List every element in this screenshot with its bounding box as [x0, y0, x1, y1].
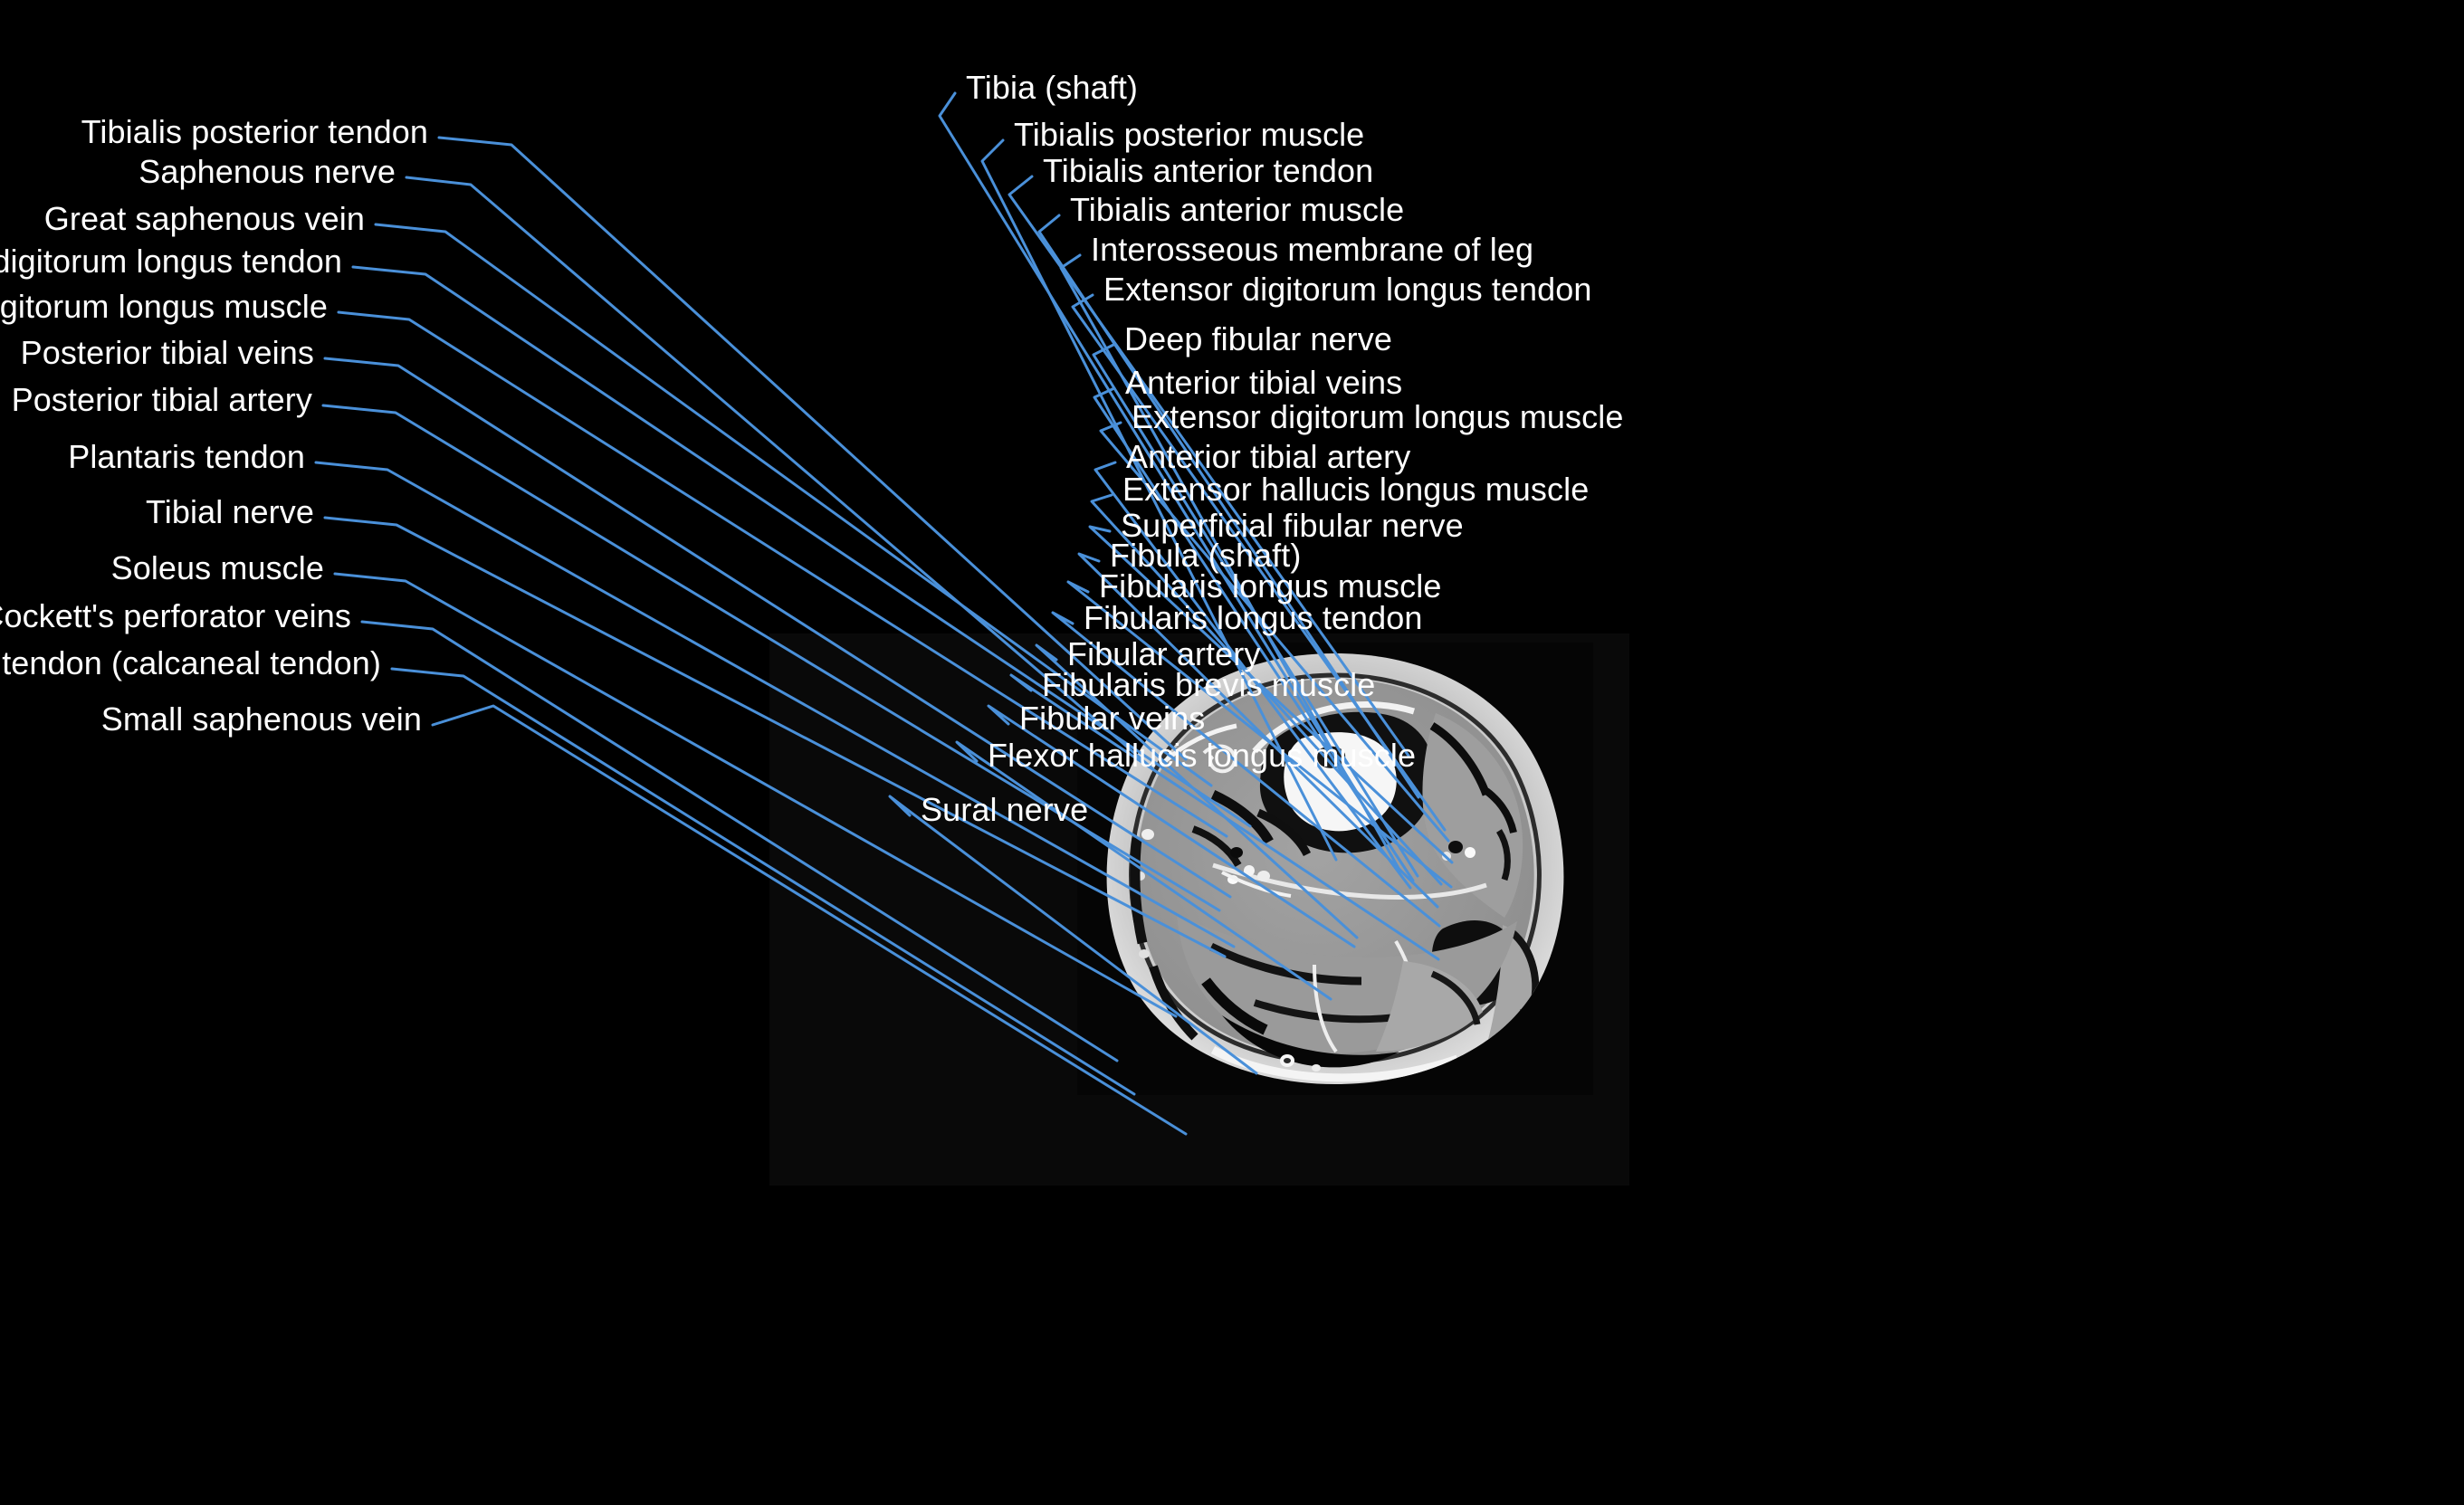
label-posterior-tibial-artery[interactable]: Posterior tibial artery — [11, 381, 312, 418]
label-extensor-digitorum-longus-tendon[interactable]: Extensor digitorum longus tendon — [1103, 271, 1592, 308]
label-achilles-tendon[interactable]: Achilles' tendon (calcaneal tendon) — [0, 644, 381, 681]
label-soleus-muscle[interactable]: Soleus muscle — [110, 549, 324, 586]
label-tibialis-posterior-tendon[interactable]: Tibialis posterior tendon — [81, 113, 428, 150]
label-tibial-nerve[interactable]: Tibial nerve — [146, 493, 314, 530]
label-cocketts-perforator-veins[interactable]: Cockett's perforator veins — [0, 597, 351, 634]
label-fibularis-longus-muscle[interactable]: Fibularis longus muscle — [1099, 567, 1442, 605]
label-small-saphenous-vein[interactable]: Small saphenous vein — [100, 700, 422, 738]
label-extensor-hallucis-longus-muscle[interactable]: Extensor hallucis longus muscle — [1122, 471, 1590, 508]
label-fibula-shaft[interactable]: Fibula (shaft) — [1110, 537, 1302, 574]
label-deep-fibular-nerve[interactable]: Deep fibular nerve — [1124, 320, 1392, 357]
label-superficial-fibular-nerve[interactable]: Superficial fibular nerve — [1121, 507, 1464, 544]
label-tibia-shaft[interactable]: Tibia (shaft) — [966, 69, 1139, 106]
label-tibialis-anterior-muscle[interactable]: Tibialis anterior muscle — [1070, 191, 1405, 228]
label-plantaris-tendon[interactable]: Plantaris tendon — [68, 438, 305, 475]
label-fibular-veins[interactable]: Fibular veins — [1019, 700, 1206, 737]
label-fibular-artery[interactable]: Fibular artery — [1067, 635, 1261, 672]
label-sural-nerve[interactable]: Sural nerve — [921, 791, 1089, 828]
label-fibularis-brevis-muscle[interactable]: Fibularis brevis muscle — [1042, 666, 1376, 703]
label-anterior-tibial-artery[interactable]: Anterior tibial artery — [1126, 438, 1411, 475]
label-flexor-digitorum-longus-muscle[interactable]: Flexor digitorum longus muscle — [0, 288, 328, 325]
label-fibularis-longus-tendon[interactable]: Fibularis longus tendon — [1084, 599, 1423, 636]
label-anterior-tibial-veins[interactable]: Anterior tibial veins — [1125, 364, 1403, 401]
label-interosseous-membrane-of-leg[interactable]: Interosseous membrane of leg — [1091, 231, 1534, 268]
label-great-saphenous-vein[interactable]: Great saphenous vein — [43, 200, 365, 237]
label-extensor-digitorum-longus-muscle[interactable]: Extensor digitorum longus muscle — [1132, 398, 1624, 435]
label-posterior-tibial-veins[interactable]: Posterior tibial veins — [20, 334, 314, 371]
label-saphenous-nerve[interactable]: Saphenous nerve — [138, 153, 396, 190]
label-flexor-hallucis-longus-muscle[interactable]: Flexor hallucis longus muscle — [988, 737, 1417, 774]
label-flexor-digitorum-longus-tendon[interactable]: Flexor digitorum longus tendon — [0, 243, 342, 280]
label-tibialis-anterior-tendon[interactable]: Tibialis anterior tendon — [1043, 152, 1374, 189]
label-tibialis-posterior-muscle[interactable]: Tibialis posterior muscle — [1014, 116, 1365, 153]
